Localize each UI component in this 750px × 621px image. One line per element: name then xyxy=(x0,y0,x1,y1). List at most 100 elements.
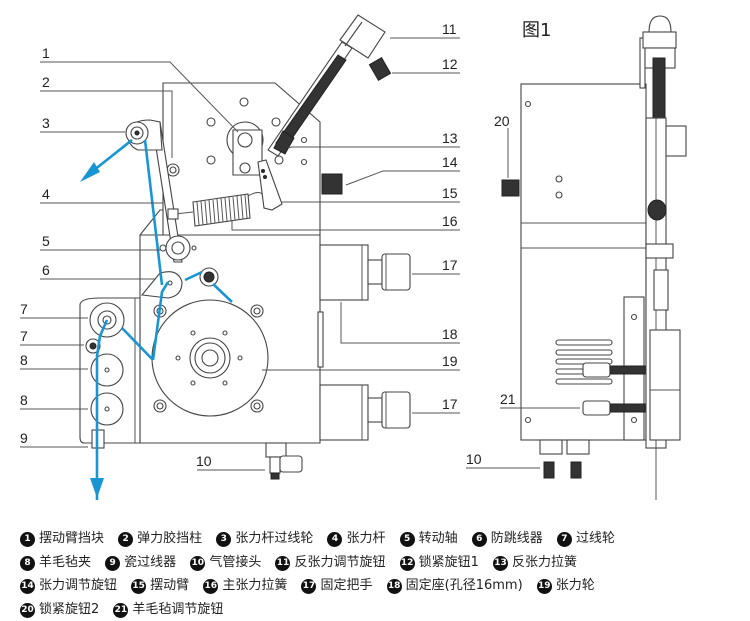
figure-title: 图1 xyxy=(522,20,551,41)
callout-3: 3 xyxy=(42,115,50,131)
legend-text: 主张力拉簧 xyxy=(222,578,287,593)
air-fitting xyxy=(266,443,302,479)
top-cap xyxy=(649,16,671,32)
front-view: 1 2 3 4 5 6 7 7 8 8 9 10 11 12 13 14 15 … xyxy=(20,15,460,500)
number-badge: 7 xyxy=(557,532,572,547)
callout-20: 20 xyxy=(494,113,510,129)
callout-2: 2 xyxy=(42,74,50,90)
callout-18: 18 xyxy=(442,326,458,342)
callout-1: 1 xyxy=(42,45,50,61)
side-view: 图1 xyxy=(466,16,686,500)
legend-item: 10 气管接头 xyxy=(190,551,261,575)
tension-wheel xyxy=(152,300,268,416)
callout-10: 10 xyxy=(196,453,212,469)
callout-10-side: 10 xyxy=(466,451,482,467)
legend-text: 防跳线器 xyxy=(491,531,543,546)
callout-7b: 7 xyxy=(20,328,28,344)
number-badge: 9 xyxy=(105,556,120,571)
legend-item: 4 张力杆 xyxy=(327,527,385,551)
thread-out-arrow xyxy=(80,162,100,182)
legend-text: 摆动臂 xyxy=(150,578,189,593)
number-badge: 8 xyxy=(20,556,35,571)
legend-text: 张力调节旋钮 xyxy=(39,578,117,593)
legend-item: 8 羊毛毡夹 xyxy=(20,551,91,575)
reverse-tension-assembly xyxy=(268,15,391,156)
number-badge: 21 xyxy=(113,603,128,618)
callout-14: 14 xyxy=(442,154,458,170)
callout-15: 15 xyxy=(442,185,458,201)
legend-text: 固定座(孔径16mm) xyxy=(406,578,523,593)
legend-item: 16 主张力拉簧 xyxy=(203,574,287,598)
legend-item: 9 瓷过线器 xyxy=(105,551,176,575)
callout-11: 11 xyxy=(442,21,457,37)
legend-text: 固定把手 xyxy=(320,578,372,593)
lock-knob-2 xyxy=(502,180,519,196)
number-badge: 12 xyxy=(400,556,415,571)
legend-text: 反张力调节旋钮 xyxy=(294,555,385,570)
legend-text: 气管接头 xyxy=(209,555,261,570)
legend-item: 21 羊毛毡调节旋钮 xyxy=(113,598,223,621)
legend-text: 锁紧旋钮1 xyxy=(419,555,479,570)
number-badge: 10 xyxy=(190,556,205,571)
number-badge: 6 xyxy=(472,532,487,547)
legend-text: 羊毛毡夹 xyxy=(39,555,91,570)
legend-item: 12 锁紧旋钮1 xyxy=(400,551,479,575)
legend-item: 19 张力轮 xyxy=(537,574,595,598)
legend-text: 弹力胶挡柱 xyxy=(137,531,202,546)
lock-knob-1 xyxy=(369,58,390,81)
legend-text: 张力杆 xyxy=(346,531,385,546)
callout-5: 5 xyxy=(42,233,50,249)
plate-edge xyxy=(140,210,163,235)
number-badge: 4 xyxy=(327,532,342,547)
legend-item: 7 过线轮 xyxy=(557,527,615,551)
number-badge: 19 xyxy=(537,579,552,594)
callout-17a: 17 xyxy=(442,257,458,273)
callout-8a: 8 xyxy=(20,352,28,368)
callout-13: 13 xyxy=(442,130,458,146)
number-badge: 18 xyxy=(387,579,402,594)
legend-item: 2 弹力胶挡柱 xyxy=(118,527,202,551)
legend-item: 6 防跳线器 xyxy=(472,527,543,551)
callout-16: 16 xyxy=(442,213,458,229)
number-badge: 1 xyxy=(20,532,35,547)
legend-item: 1 摆动臂挡块 xyxy=(20,527,104,551)
callout-6: 6 xyxy=(42,262,50,278)
legend-item: 11 反张力调节旋钮 xyxy=(275,551,385,575)
legend-text: 羊毛毡调节旋钮 xyxy=(132,602,223,617)
number-badge: 3 xyxy=(216,532,231,547)
legend-item: 3 张力杆过线轮 xyxy=(216,527,313,551)
legend-text: 过线轮 xyxy=(576,531,615,546)
tension-rod-pulley xyxy=(126,120,162,150)
callout-8b: 8 xyxy=(20,392,28,408)
legend-text: 摆动臂挡块 xyxy=(39,531,104,546)
legend-item: 5 转动轴 xyxy=(400,527,458,551)
tension-adjust-knob xyxy=(322,174,342,194)
legend-item: 17 固定把手 xyxy=(301,574,372,598)
callout-19: 19 xyxy=(442,353,458,369)
callout-12: 12 xyxy=(442,56,458,72)
number-badge: 20 xyxy=(20,603,35,618)
callout-17b: 17 xyxy=(442,396,458,412)
legend-text: 张力轮 xyxy=(556,578,595,593)
side-air-fittings xyxy=(540,440,589,478)
callout-7a: 7 xyxy=(20,301,28,317)
legend-text: 张力杆过线轮 xyxy=(235,531,313,546)
callout-9: 9 xyxy=(20,430,28,446)
number-badge: 17 xyxy=(301,579,316,594)
thread-in-arrow xyxy=(90,478,104,498)
legend-text: 瓷过线器 xyxy=(124,555,176,570)
number-badge: 2 xyxy=(118,532,133,547)
legend-text: 转动轴 xyxy=(419,531,458,546)
number-badge: 16 xyxy=(203,579,218,594)
number-badge: 11 xyxy=(275,556,290,571)
number-badge: 5 xyxy=(400,532,415,547)
